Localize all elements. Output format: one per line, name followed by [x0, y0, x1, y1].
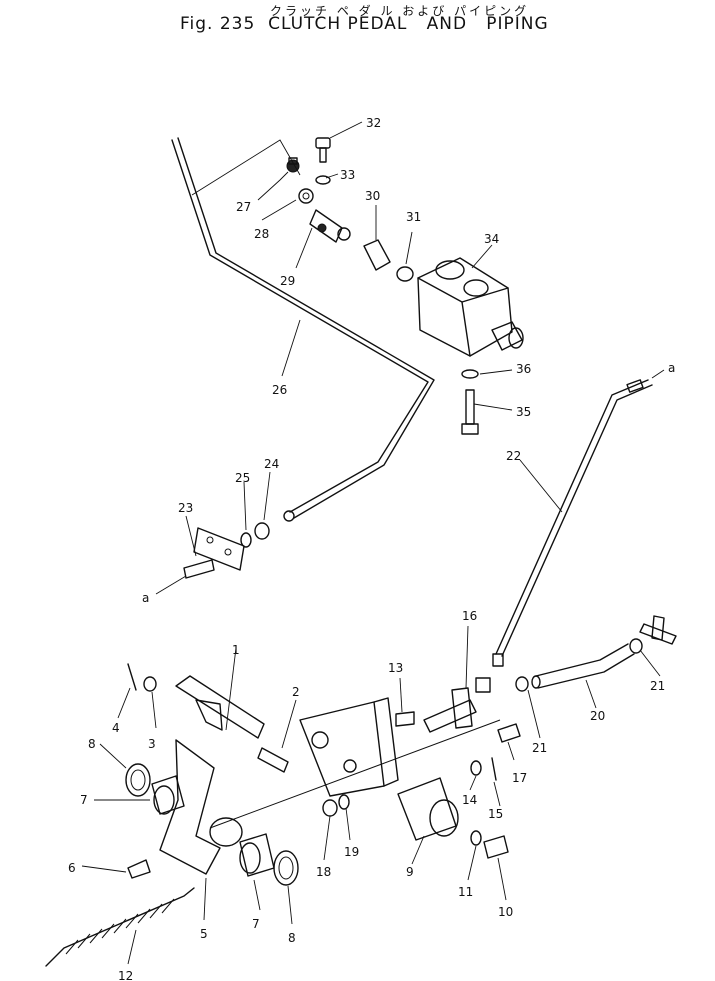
label-2: 2	[292, 685, 300, 699]
label-10: 10	[498, 905, 513, 919]
label-26: 26	[272, 383, 287, 397]
ref-a-left: a	[142, 591, 149, 605]
label-14: 14	[462, 793, 477, 807]
label-13: 13	[388, 661, 403, 675]
label-30: 30	[365, 189, 380, 203]
label-27: 27	[236, 200, 251, 214]
pedal-1	[175, 675, 265, 739]
label-7b: 7	[252, 917, 260, 931]
seal-8a	[125, 763, 151, 797]
union-29	[309, 209, 351, 243]
shaft-axis	[209, 719, 501, 829]
nut-18	[322, 799, 338, 817]
figure-title: Fig. 235 CLUTCH PEDAL AND PIPING	[180, 14, 549, 34]
hose-20	[531, 643, 635, 689]
label-20: 20	[590, 709, 605, 723]
label-8a: 8	[88, 737, 96, 751]
label-31: 31	[406, 210, 421, 224]
label-9: 9	[406, 865, 414, 879]
washer-28	[298, 188, 314, 204]
bolt-17	[497, 723, 521, 743]
bushing-7a	[151, 775, 185, 815]
nut-24	[254, 522, 270, 540]
label-35: 35	[516, 405, 531, 419]
leader-lines	[81, 121, 665, 965]
nut-31	[396, 266, 414, 282]
bracket-main	[299, 697, 399, 797]
fitting-27	[286, 157, 300, 173]
bolt-2	[257, 747, 289, 773]
ref-a-top: a	[668, 361, 675, 375]
label-36: 36	[516, 362, 531, 376]
label-4: 4	[112, 721, 120, 735]
spacer-30	[363, 239, 391, 271]
spring-12	[45, 887, 195, 967]
label-21b: 21	[650, 679, 665, 693]
label-32: 32	[366, 116, 381, 130]
pipe-22	[492, 379, 653, 667]
bolt-32	[315, 137, 331, 163]
valve-34	[417, 257, 524, 357]
label-34: 34	[484, 232, 499, 246]
label-21a: 21	[532, 741, 547, 755]
label-11: 11	[458, 885, 473, 899]
label-19: 19	[344, 845, 359, 859]
seal-8b	[273, 850, 299, 886]
washer-11	[470, 830, 482, 846]
label-5: 5	[200, 927, 208, 941]
nut-3	[143, 676, 157, 692]
lever-16	[423, 677, 491, 733]
tube-9	[397, 777, 459, 841]
washer-36	[461, 369, 479, 379]
washer-33	[315, 175, 331, 185]
pin-4	[127, 663, 137, 691]
pin-15	[491, 757, 497, 781]
washer-14	[470, 760, 482, 776]
washer-19	[338, 794, 350, 810]
label-16: 16	[462, 609, 477, 623]
label-18: 18	[316, 865, 331, 879]
label-12: 12	[118, 969, 133, 981]
label-25: 25	[235, 471, 250, 485]
bushing-7b	[239, 833, 275, 877]
fitting-21a	[515, 676, 529, 692]
label-23: 23	[178, 501, 193, 515]
label-28: 28	[254, 227, 269, 241]
part-labels: 32 33 30 31 34 27 28 29 36 35 26 a 22 24…	[68, 116, 675, 981]
label-3: 3	[148, 737, 156, 751]
bolt-13	[395, 711, 415, 727]
label-29: 29	[280, 274, 295, 288]
label-24: 24	[264, 457, 279, 471]
label-17: 17	[512, 771, 527, 785]
bolt-35	[461, 389, 479, 435]
washer-25	[240, 532, 252, 548]
title-japanese: クラッチ ペ ダ ル および パイピング	[270, 4, 530, 18]
bracket-23	[183, 527, 245, 579]
label-22: 22	[506, 449, 521, 463]
nipple-6	[127, 859, 151, 879]
bolt-10	[483, 835, 509, 859]
label-33: 33	[340, 168, 355, 182]
pipe-26	[171, 137, 435, 522]
fitting-21b	[629, 615, 677, 654]
label-1: 1	[232, 643, 240, 657]
label-8b: 8	[288, 931, 296, 945]
label-6: 6	[68, 861, 76, 875]
label-7a: 7	[80, 793, 88, 807]
label-15: 15	[488, 807, 503, 821]
